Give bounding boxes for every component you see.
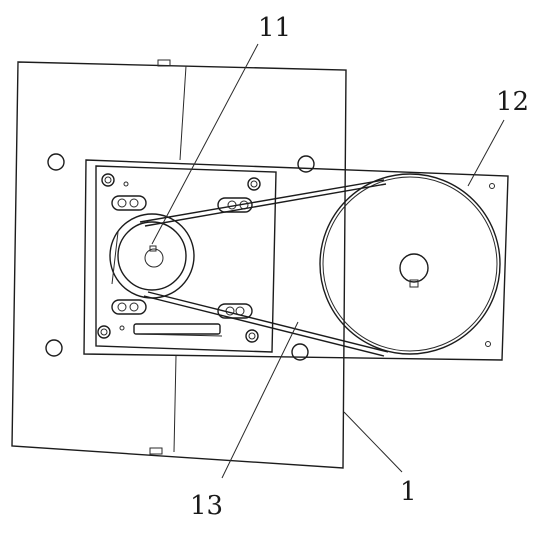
label-pulley-small: 11 bbox=[258, 13, 291, 43]
label-pulley-large: 12 bbox=[496, 87, 529, 117]
base-frame bbox=[11, 59, 347, 469]
leader-lines bbox=[151, 43, 505, 479]
bracket-plate bbox=[95, 165, 277, 353]
large-pulley bbox=[319, 173, 501, 355]
label-belt: 13 bbox=[190, 491, 223, 521]
frame-hole-bottom-left bbox=[45, 339, 63, 357]
frame-hole-bottom-right bbox=[291, 343, 309, 361]
label-frame: 1 bbox=[400, 477, 417, 507]
frame-hole-top-right bbox=[297, 155, 315, 173]
frame-hole-top-left bbox=[47, 153, 65, 171]
small-pulley bbox=[109, 213, 195, 299]
drive-belt bbox=[139, 179, 389, 357]
mounting-plate bbox=[83, 159, 509, 361]
